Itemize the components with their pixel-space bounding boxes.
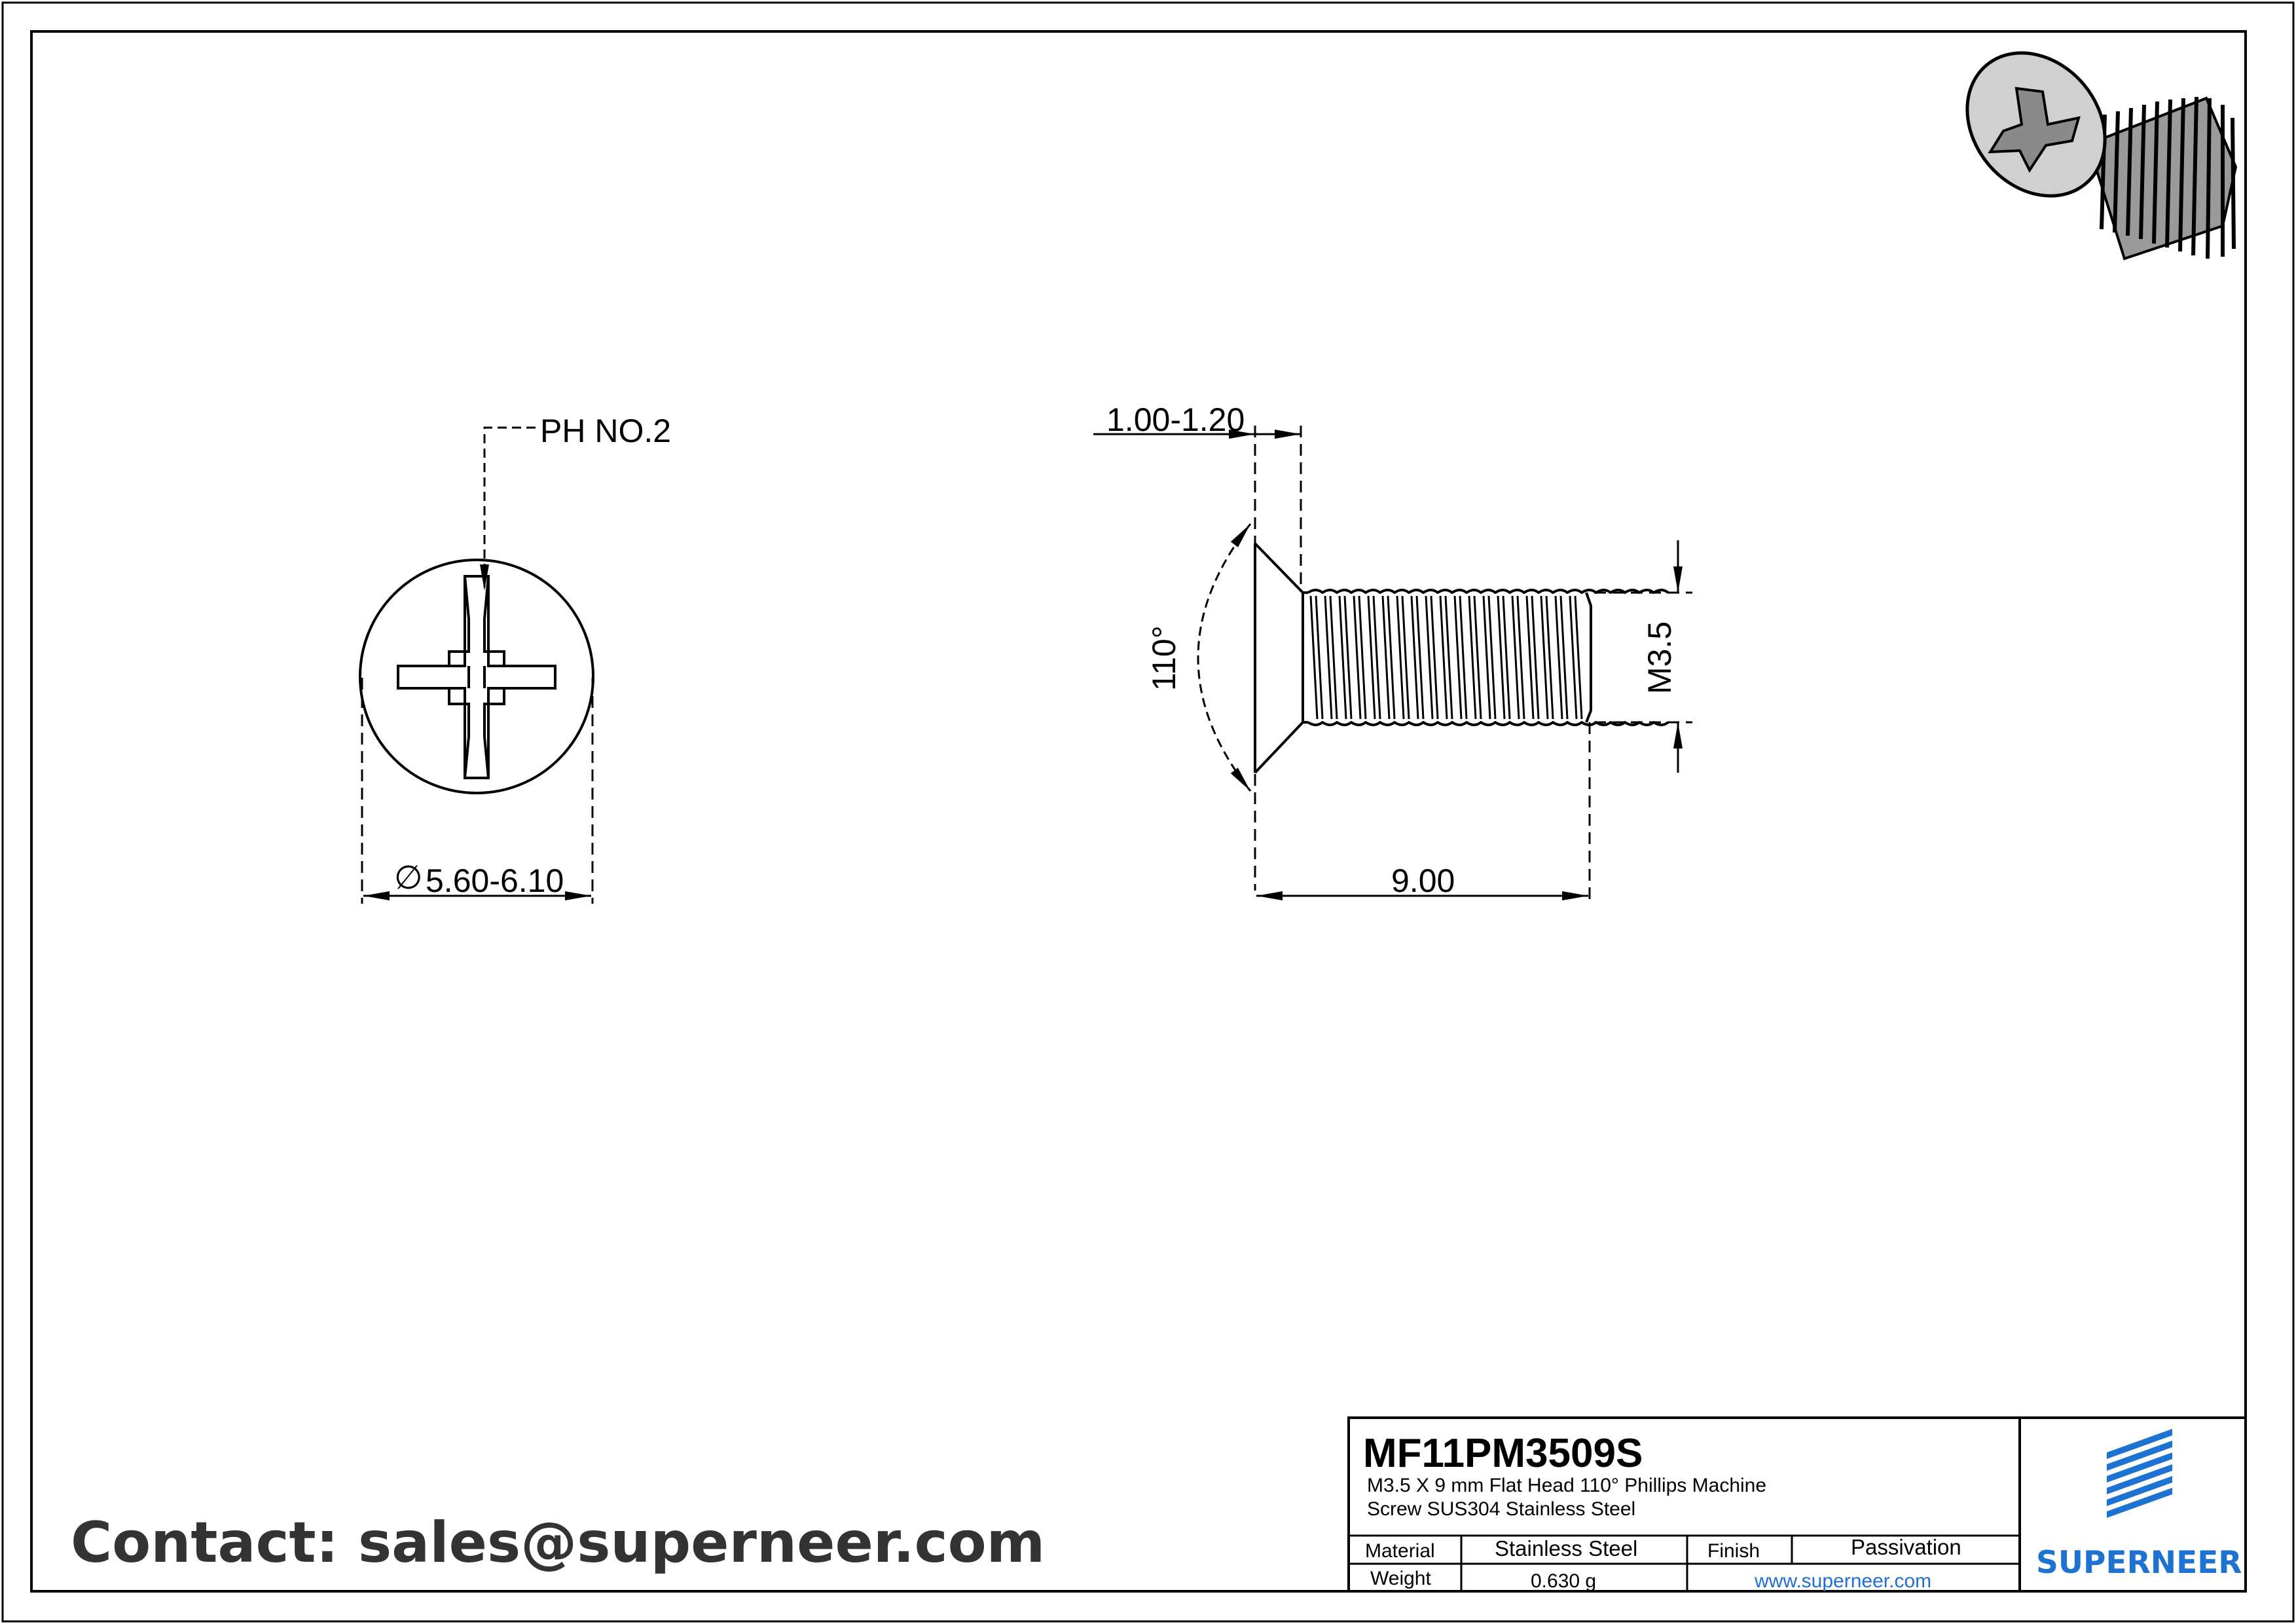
weight-value: 0.630 g <box>1531 1570 1596 1592</box>
side-view: 1.00-1.20 110° M3.5 9.00 <box>1093 401 1692 904</box>
description-line-2: Screw SUS304 Stainless Steel <box>1367 1498 1635 1520</box>
thread-lines <box>1309 595 1583 720</box>
head-height-dimension: 1.00-1.20 <box>1106 401 1245 438</box>
screw-3d-icon <box>1965 51 2238 261</box>
top-view: PH NO.2 ∅ 5.60-6.10 <box>359 413 671 904</box>
contact-email[interactable]: Contact: sales@superneer.com <box>71 1510 1045 1576</box>
superneer-logo-icon <box>2107 1429 2172 1518</box>
weight-label: Weight <box>1370 1568 1431 1589</box>
head-outline <box>359 559 594 794</box>
title-block: MF11PM3509S M3.5 X 9 mm Flat Head 110° P… <box>1347 1416 2247 1593</box>
thread-dimension: M3.5 <box>1641 621 1678 694</box>
length-dimension: 9.00 <box>1391 862 1455 899</box>
diameter-dimension: 5.60-6.10 <box>426 862 564 899</box>
finish-value: Passivation <box>1851 1535 1961 1559</box>
inner-border <box>30 30 2247 1593</box>
phillips-recess-icon <box>397 575 556 779</box>
material-label: Material <box>1365 1540 1435 1562</box>
description-line-1: M3.5 X 9 mm Flat Head 110° Phillips Mach… <box>1367 1475 1766 1496</box>
screw-profile <box>1254 542 1669 774</box>
diameter-symbol: ∅ <box>394 859 423 896</box>
recess-callout: PH NO.2 <box>540 413 671 449</box>
website-link[interactable]: www.superneer.com <box>1754 1570 1931 1592</box>
callout-leader <box>480 426 536 591</box>
material-value: Stainless Steel <box>1495 1536 1637 1560</box>
part-number: MF11PM3509S <box>1363 1431 1643 1476</box>
angle-arc <box>1197 523 1252 792</box>
finish-label: Finish <box>1707 1540 1760 1562</box>
brand-name: SUPERNEER <box>2036 1545 2242 1581</box>
head-angle-dimension: 110° <box>1146 625 1182 691</box>
